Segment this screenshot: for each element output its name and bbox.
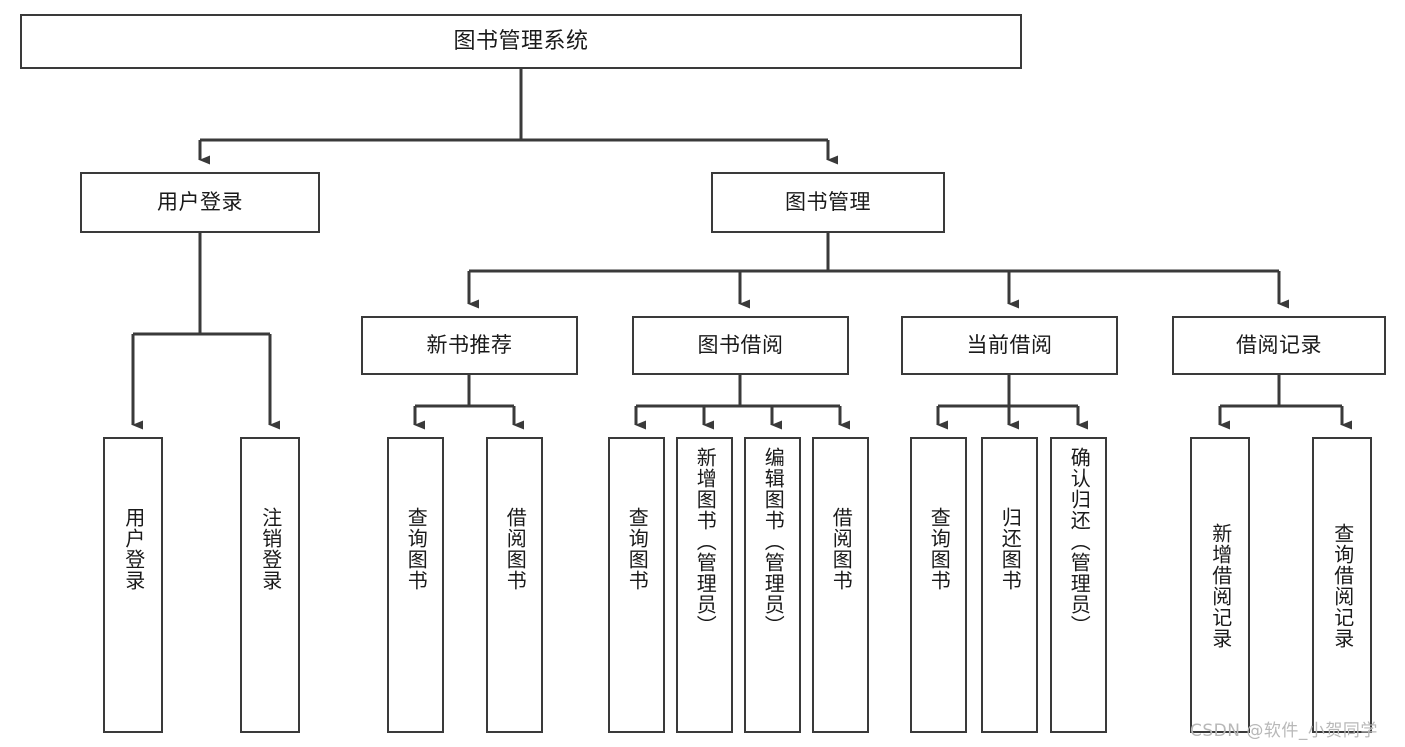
leaf-node-label: 新增图书（管理员） bbox=[693, 447, 718, 636]
node-root-label: 图书管理系统 bbox=[453, 28, 589, 54]
leaf-node-label: 查询借阅记录 bbox=[1330, 523, 1355, 649]
node-book-management-label: 图书管理 bbox=[785, 190, 871, 214]
csdn-watermark: CSDN @软件_小贺同学 bbox=[1190, 721, 1378, 741]
leaf-node-label: 新增借阅记录 bbox=[1208, 523, 1233, 649]
leaf-node-label: 借阅图书 bbox=[503, 507, 528, 591]
leaf-node[interactable]: 借阅图书 bbox=[486, 437, 543, 733]
node-current-borrow[interactable]: 当前借阅 bbox=[901, 316, 1118, 375]
node-borrow-record-label: 借阅记录 bbox=[1236, 333, 1322, 357]
node-user-login[interactable]: 用户登录 bbox=[80, 172, 320, 233]
leaf-node[interactable]: 查询图书 bbox=[910, 437, 967, 733]
node-book-borrow[interactable]: 图书借阅 bbox=[632, 316, 849, 375]
leaf-node[interactable]: 注销登录 bbox=[240, 437, 300, 733]
node-book-borrow-label: 图书借阅 bbox=[697, 333, 784, 357]
leaf-node[interactable]: 查询借阅记录 bbox=[1312, 437, 1372, 733]
leaf-node[interactable]: 借阅图书 bbox=[812, 437, 869, 733]
leaf-node[interactable]: 新增图书（管理员） bbox=[676, 437, 733, 733]
leaf-node[interactable]: 确认归还（管理员） bbox=[1050, 437, 1107, 733]
leaf-node-label: 借阅图书 bbox=[829, 507, 854, 591]
node-user-login-label: 用户登录 bbox=[157, 190, 243, 214]
leaf-node[interactable]: 用户登录 bbox=[103, 437, 163, 733]
leaf-node[interactable]: 归还图书 bbox=[981, 437, 1038, 733]
leaf-node[interactable]: 查询图书 bbox=[387, 437, 444, 733]
leaf-node-label: 查询图书 bbox=[404, 507, 429, 591]
leaf-node[interactable]: 新增借阅记录 bbox=[1190, 437, 1250, 733]
leaf-node-label: 查询图书 bbox=[625, 507, 650, 591]
leaf-node[interactable]: 查询图书 bbox=[608, 437, 665, 733]
node-root-system[interactable]: 图书管理系统 bbox=[20, 14, 1022, 69]
node-borrow-record[interactable]: 借阅记录 bbox=[1172, 316, 1386, 375]
leaf-node-label: 查询图书 bbox=[927, 507, 952, 591]
leaf-node-label: 注销登录 bbox=[258, 507, 283, 591]
node-book-management[interactable]: 图书管理 bbox=[711, 172, 945, 233]
leaf-node-label: 用户登录 bbox=[121, 507, 146, 591]
node-new-book-recommend[interactable]: 新书推荐 bbox=[361, 316, 578, 375]
leaf-node[interactable]: 编辑图书（管理员） bbox=[744, 437, 801, 733]
leaf-node-label: 编辑图书（管理员） bbox=[761, 447, 786, 636]
leaf-node-label: 确认归还（管理员） bbox=[1067, 447, 1092, 636]
node-new-book-recommend-label: 新书推荐 bbox=[426, 333, 513, 357]
leaf-node-label: 归还图书 bbox=[998, 507, 1023, 591]
node-current-borrow-label: 当前借阅 bbox=[966, 333, 1053, 357]
